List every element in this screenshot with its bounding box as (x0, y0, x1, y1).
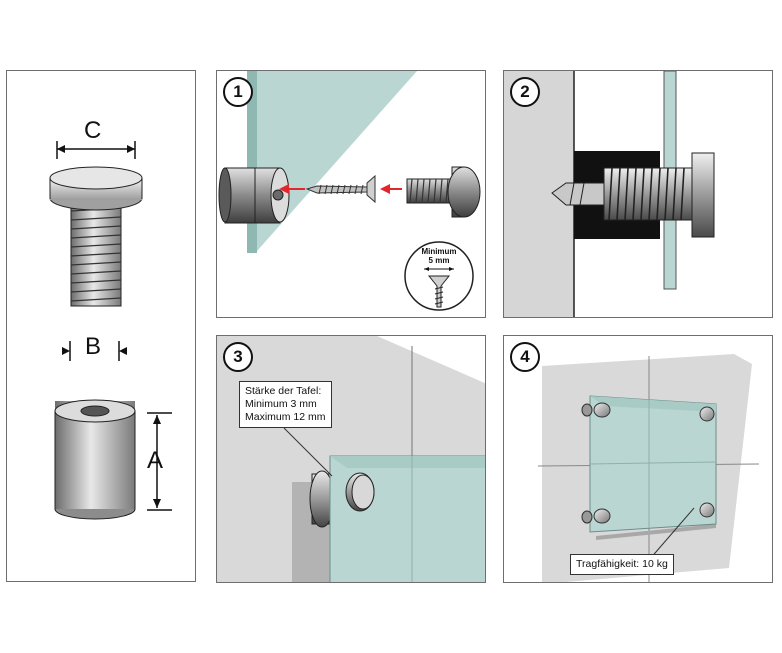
step-number-badge: 4 (510, 342, 540, 372)
spacer-part (54, 399, 136, 520)
step-3-panel: 3 Stärke der Tafel: Minimum 3 mm Maximum… (216, 335, 486, 583)
thickness-minimum: Minimum 3 mm (245, 398, 317, 410)
screw-cap-part (406, 166, 481, 218)
threaded-bolt (603, 152, 715, 238)
step-1-panel: 1 (216, 70, 486, 318)
load-capacity-callout: Tragfähigkeit: 10 kg (570, 554, 674, 575)
wood-screw (551, 182, 605, 206)
minimum-value: 5 mm (428, 256, 450, 265)
step-1-drawing (218, 71, 481, 311)
step-number-badge: 3 (223, 342, 253, 372)
arrow-icon (380, 184, 390, 194)
step-number-badge: 2 (510, 77, 540, 107)
step-4-drawing (537, 354, 760, 582)
spacer-part (218, 167, 290, 224)
c-dimension-line (56, 141, 136, 159)
screw-cap-part (581, 402, 715, 524)
dimensions-panel: C B A (6, 70, 196, 582)
callout-pointer (648, 507, 695, 561)
a-dimension-line (147, 412, 172, 511)
callout-pointer (283, 427, 333, 477)
dimension-a-label: A (147, 447, 164, 474)
thickness-maximum: Maximum 12 mm (245, 411, 326, 423)
step-2-panel: 2 (503, 70, 773, 318)
dimension-c-label: C (84, 117, 102, 144)
glass-panel (247, 71, 417, 251)
minimum-text: Minimum (421, 247, 457, 256)
dimension-b-label: B (85, 333, 102, 360)
wood-screw (305, 174, 376, 204)
thickness-title: Stärke der Tafel: (245, 385, 322, 397)
step-number-badge: 1 (223, 77, 253, 107)
arrow-icon (279, 184, 289, 194)
screw-cap-part (49, 166, 143, 307)
b-dimension-marks (62, 341, 127, 361)
components-drawing (49, 141, 172, 520)
minimum-depth-label: Minimum 5 mm (413, 247, 465, 265)
step-3-drawing (217, 336, 485, 582)
step-4-panel: 4 Tragfähigkeit: 10 kg (503, 335, 773, 583)
panel-thickness-callout: Stärke der Tafel: Minimum 3 mm Maximum 1… (239, 381, 332, 428)
step-2-drawing (504, 71, 715, 317)
load-capacity-text: Tragfähigkeit: 10 kg (576, 558, 668, 570)
